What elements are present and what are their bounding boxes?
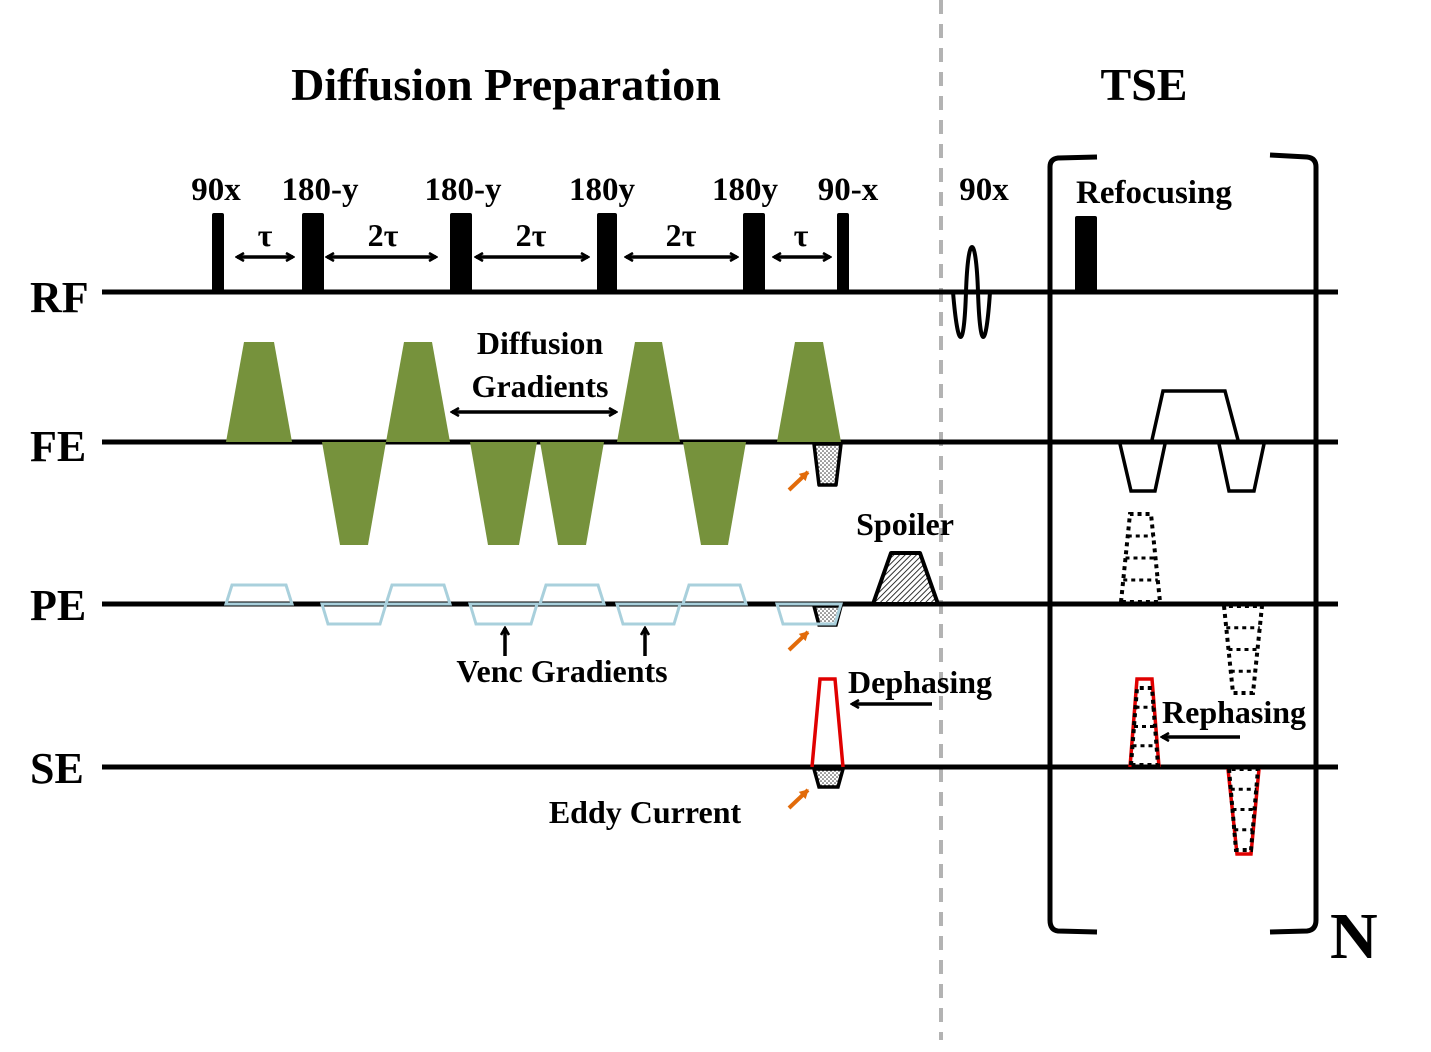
eddy-current-arrow xyxy=(787,788,810,810)
rf-pulse-label: 90x xyxy=(191,172,241,208)
rf-pulse-label: 180y xyxy=(712,172,779,208)
right-bracket xyxy=(1269,152,1319,935)
eddy-current-label: Eddy Current xyxy=(549,794,742,830)
venc-gradient-lobe xyxy=(537,583,607,606)
venc-gradients-label: Venc Gradients xyxy=(456,653,667,689)
left-bracket xyxy=(1047,154,1098,935)
interval-label: τ xyxy=(258,217,273,253)
spoiler-label: Spoiler xyxy=(856,506,954,542)
diffusion-gradient-lobe xyxy=(386,342,450,442)
diffusion-gradient-lobe xyxy=(322,442,386,545)
diffusion-preparation-title: Diffusion Preparation xyxy=(291,59,721,110)
spoiler-gradient xyxy=(871,551,940,606)
pe-encoding-table xyxy=(1118,512,1163,604)
diffusion-gradients-label-line2: Gradients xyxy=(472,368,609,404)
rf-pulse-label: 90-x xyxy=(818,172,879,208)
dephasing-gradient xyxy=(810,677,845,768)
rf-pulse-label: 180-y xyxy=(425,172,502,208)
diffusion-gradient-lobe xyxy=(617,342,680,442)
rf-90-pulse xyxy=(212,213,224,292)
diffusion-gradients-label-line1: Diffusion xyxy=(477,325,603,361)
pe-rewind-table xyxy=(1221,604,1265,695)
venc-gradient-lobe xyxy=(223,583,295,606)
interval-label: τ xyxy=(794,217,809,253)
sinc-excitation-pulse xyxy=(951,245,992,339)
eddy-current-arrow xyxy=(787,470,810,492)
rf-180-pulse xyxy=(743,213,765,292)
axis-label-fe: FE xyxy=(30,422,86,471)
rf-180-pulse xyxy=(302,213,324,292)
venc-gradient-lobe xyxy=(680,583,749,606)
diffusion-gradient-lobe xyxy=(683,442,746,545)
venc-gradient-lobe xyxy=(614,602,683,626)
tse-excitation-label: 90x xyxy=(959,172,1009,208)
interval-label: 2τ xyxy=(516,217,547,253)
fe-prephase-lobe xyxy=(1118,443,1167,493)
interval-label: 2τ xyxy=(666,217,697,253)
venc-gradient-lobe xyxy=(467,602,540,626)
diffusion-gradient-lobe xyxy=(470,442,537,545)
tse-title: TSE xyxy=(1101,59,1188,110)
se-rephasing-table xyxy=(1128,686,1161,767)
venc-gradient-lobe xyxy=(383,583,453,606)
diffusion-gradient-lobe xyxy=(777,342,841,442)
rf-refocusing-pulse xyxy=(1075,216,1097,292)
refocusing-label: Refocusing xyxy=(1076,175,1232,211)
axis-label-se: SE xyxy=(30,744,84,793)
fe-readout-gradient xyxy=(1150,389,1240,441)
axis-label-pe: PE xyxy=(30,581,86,630)
interval-label: 2τ xyxy=(368,217,399,253)
rephasing-label: Rephasing xyxy=(1162,694,1306,730)
axis-label-rf: RF xyxy=(30,273,89,322)
diffusion-gradient-lobe xyxy=(540,442,604,545)
rf-180-pulse xyxy=(597,213,617,292)
eddy-current-lobe-se xyxy=(811,767,846,789)
rf-90-pulse xyxy=(837,213,849,292)
venc-gradient-lobe xyxy=(774,602,844,626)
fe-rewind-lobe xyxy=(1217,443,1266,493)
dephasing-label: Dephasing xyxy=(848,664,992,700)
rf-180-pulse xyxy=(450,213,472,292)
rf-pulse-label: 180y xyxy=(569,172,636,208)
repeat-count-label: N xyxy=(1330,900,1378,973)
eddy-current-lobe-fe xyxy=(812,442,843,487)
eddy-current-arrow xyxy=(787,630,810,652)
rf-pulse-label: 180-y xyxy=(282,172,359,208)
venc-gradient-lobe xyxy=(319,602,389,626)
se-rewind-table xyxy=(1226,767,1261,852)
diffusion-gradient-lobe xyxy=(226,342,292,442)
